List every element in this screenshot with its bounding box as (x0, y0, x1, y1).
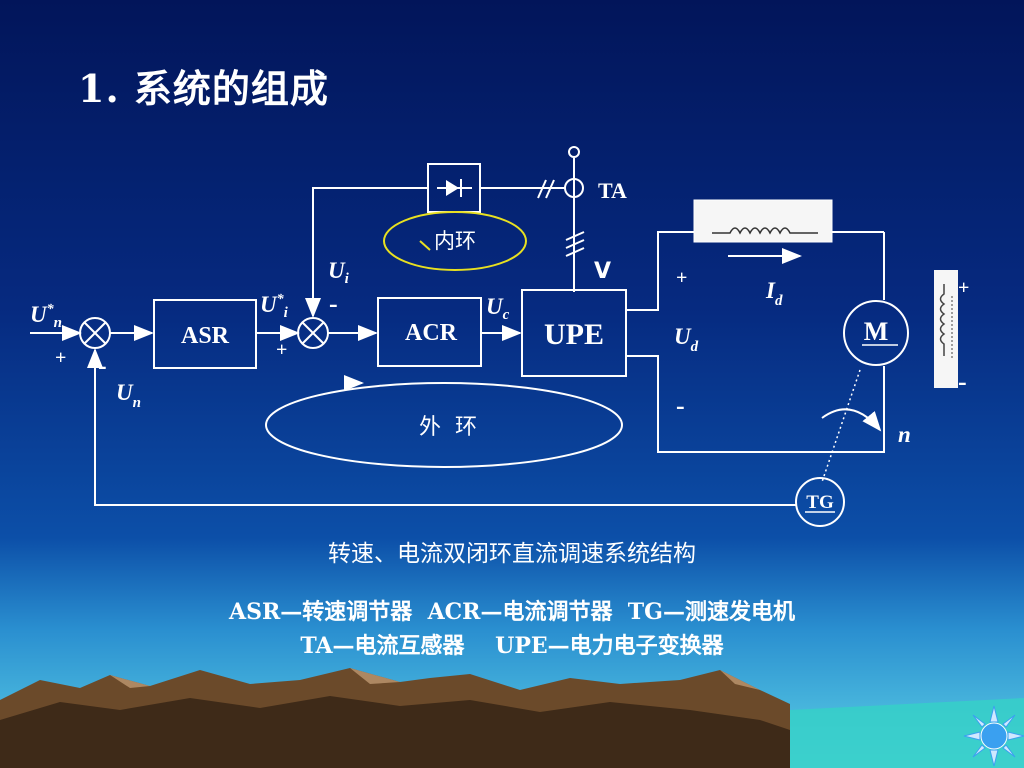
upe-label: UPE (544, 318, 604, 351)
tg-coupling (821, 369, 861, 483)
speed-feedback-line (87, 348, 796, 506)
tg-label: TG (806, 492, 834, 513)
uc-label: Uc (486, 294, 510, 323)
summing-junction-current (297, 317, 329, 349)
speed-label: n (898, 422, 911, 447)
motor-label: M (864, 317, 889, 346)
tacho-generator (795, 477, 845, 527)
ud-plus: + (676, 267, 687, 289)
acr-label: ACR (405, 320, 458, 346)
slide-title: 1. 系统的组成 (78, 66, 329, 111)
ui-star-label: U*i (260, 292, 289, 321)
legend-line-1: ASR—转速调节器 ACR—电流调节器 TG—测速发电机 (229, 599, 795, 625)
field-plus: + (958, 277, 969, 299)
power-line-bottom (626, 355, 885, 453)
asr-label: ASR (181, 323, 230, 349)
inner-loop-indicator (383, 211, 527, 271)
inductor-panel (693, 199, 833, 243)
sign-minus-2: - (329, 289, 338, 318)
legend-line-2: TA—电流互感器 UPE—电力电子变换器 (300, 633, 724, 659)
current-feedback-line (305, 187, 428, 318)
sign-plus-2: + (276, 339, 287, 361)
id-label: Id (765, 278, 783, 309)
v-mark: V (594, 259, 611, 284)
motor (843, 300, 909, 366)
summing-junction-speed (79, 317, 111, 349)
inner-loop-label: 内环 (434, 229, 476, 253)
power-line-top (626, 231, 694, 311)
field-minus: - (958, 367, 967, 396)
speed-arrow (821, 408, 882, 432)
sun-icon (963, 705, 1024, 767)
field-winding-panel (934, 270, 958, 388)
outer-loop-label: 外 环 (419, 415, 477, 440)
outer-loop-indicator (265, 382, 623, 468)
sign-minus-1: - (98, 351, 107, 380)
ui-label: Ui (328, 258, 350, 287)
un-label: Un (116, 380, 141, 411)
mountain-landscape (0, 668, 1024, 768)
ud-label: Ud (674, 324, 699, 355)
un-star-label: U*n (30, 302, 62, 331)
block-diagram: ASR ACR UPE M TG TA 内环 外 环 U*n U*i Ui Uc… (30, 178, 969, 527)
ta-label: TA (598, 178, 627, 203)
sign-plus-1: + (55, 347, 66, 369)
ud-minus: - (676, 391, 685, 420)
diagram-caption: 转速、电流双闭环直流调速系统结构 (328, 541, 696, 567)
